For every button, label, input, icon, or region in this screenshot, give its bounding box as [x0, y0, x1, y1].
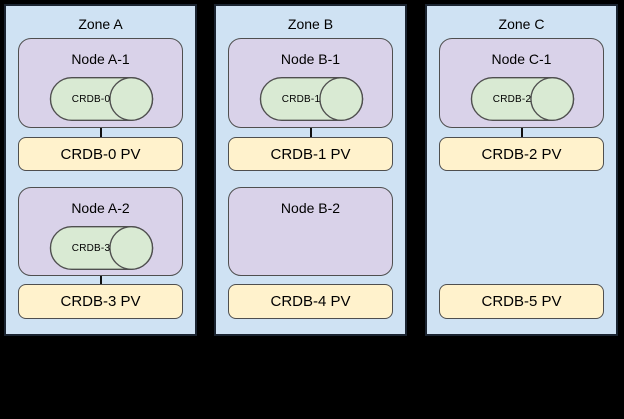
pod-label: CRDB-2	[492, 93, 532, 105]
node-title: Node A-1	[71, 51, 130, 67]
pv-box: CRDB-4 PV	[228, 284, 393, 319]
connector-line	[100, 276, 102, 284]
cylinder-shape	[49, 77, 154, 121]
pv-label: CRDB-4 PV	[270, 293, 351, 310]
pv-box: CRDB-0 PV	[18, 137, 183, 171]
node-a-1-box: Node A-1 CRDB-0	[18, 38, 183, 128]
node-title: Node B-2	[280, 200, 341, 216]
node-c-1-box: Node C-1 CRDB-2	[439, 38, 604, 128]
cylinder-shape	[470, 77, 575, 121]
connector-line	[100, 128, 102, 137]
pod-label: CRDB-3	[71, 242, 111, 254]
crdb-pod-cylinder-icon: CRDB-0	[48, 76, 155, 122]
pv-label: CRDB-1 PV	[270, 145, 351, 163]
pv-box: CRDB-5 PV	[439, 284, 604, 319]
pv-label: CRDB-5 PV	[481, 293, 562, 310]
pv-box: CRDB-1 PV	[228, 137, 393, 171]
node-b-2-box: Node B-2	[228, 187, 393, 276]
cylinder-shape	[49, 226, 154, 270]
zone-title: Zone C	[498, 16, 545, 32]
node-title: Node C-1	[491, 51, 552, 67]
crdb-pod-cylinder-icon: CRDB-1	[258, 76, 365, 122]
pv-label: CRDB-3 PV	[60, 293, 141, 310]
zone-b-panel: Zone B Node B-1 CRDB-1 CRDB-1 PV Node B-…	[214, 4, 407, 336]
node-a-2-box: Node A-2 CRDB-3	[18, 187, 183, 276]
crdb-pod-cylinder-icon: CRDB-2	[469, 76, 576, 122]
pod-label: CRDB-1	[281, 93, 321, 105]
node-b-1-box: Node B-1 CRDB-1	[228, 38, 393, 128]
zone-a-panel: Zone A Node A-1 CRDB-0 CRDB-0 PV Node A-…	[4, 4, 197, 336]
cylinder-shape	[259, 77, 364, 121]
zone-title: Zone A	[78, 16, 123, 32]
node-title: Node B-1	[280, 51, 341, 67]
pv-label: CRDB-2 PV	[481, 145, 562, 163]
connector-line	[310, 128, 312, 137]
pv-label: CRDB-0 PV	[60, 145, 141, 163]
connector-line	[521, 128, 523, 137]
pv-box: CRDB-3 PV	[18, 284, 183, 319]
pv-box: CRDB-2 PV	[439, 137, 604, 171]
node-title: Node A-2	[71, 200, 130, 216]
pod-label: CRDB-0	[71, 93, 111, 105]
zone-title: Zone B	[287, 16, 334, 32]
crdb-pod-cylinder-icon: CRDB-3	[48, 225, 155, 271]
zone-c-panel: Zone C Node C-1 CRDB-2 CRDB-2 PV CRDB-5 …	[425, 4, 618, 336]
